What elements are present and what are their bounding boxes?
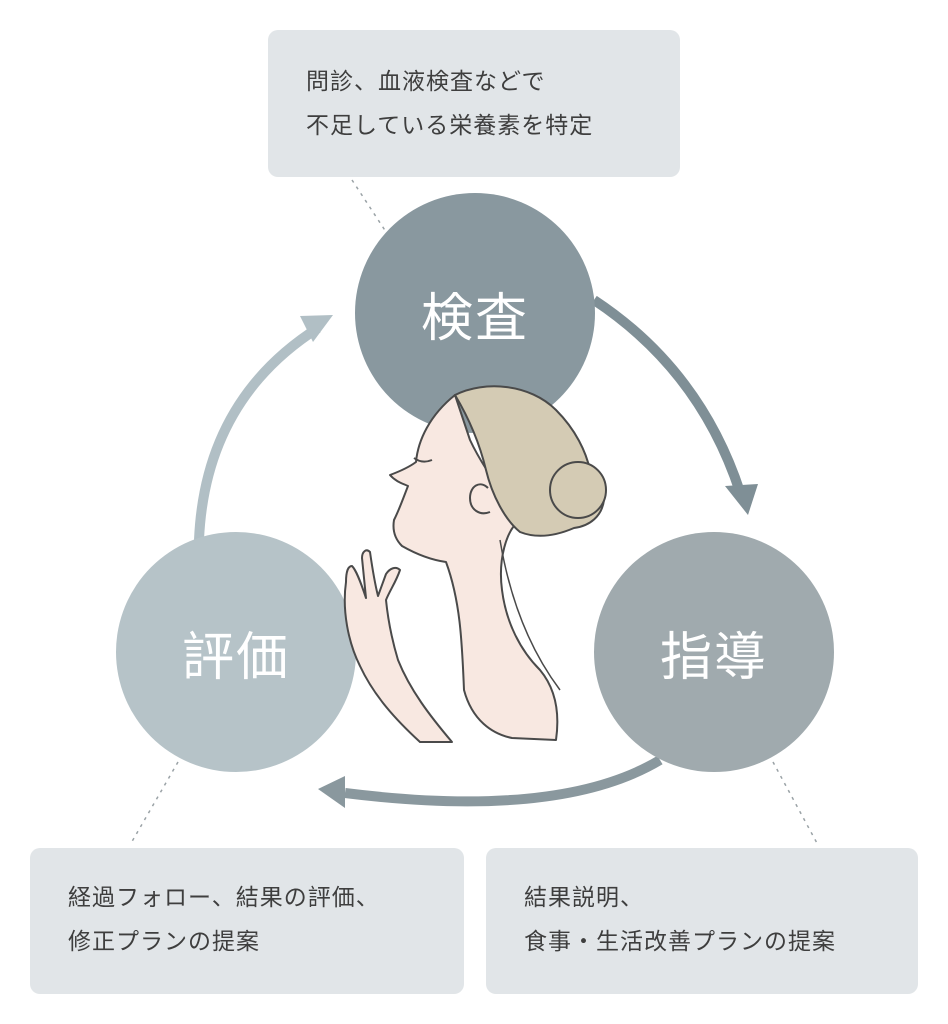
woman-ear <box>468 483 491 515</box>
woman-neck-line <box>499 539 561 691</box>
woman-skin <box>389 394 559 741</box>
connector-line-top <box>351 179 391 239</box>
arrow-exam-to-guidance <box>591 295 745 494</box>
exam-note-line-1: 問診、血液検査などで <box>306 69 546 95</box>
woman-eye <box>413 457 433 463</box>
exam-note: 問診、血液検査などで 不足している栄養素を特定 <box>268 30 680 177</box>
arrow-exam-to-guidance-head <box>725 484 758 515</box>
arrow-guidance-to-evaluation <box>344 755 663 807</box>
arrow-guidance-to-evaluation-head <box>318 776 345 808</box>
evaluation-node: 評価 <box>116 532 356 772</box>
woman-hair-bun <box>549 461 607 519</box>
woman-hand <box>343 549 453 743</box>
evaluation-note-line-1: 経過フォロー、結果の評価、 <box>68 885 380 911</box>
guidance-label: 指導 <box>659 627 768 688</box>
guidance-note-line-2: 食事・生活改善プランの提案 <box>524 929 836 955</box>
arrow-evaluation-to-exam <box>194 323 321 541</box>
evaluation-note: 経過フォロー、結果の評価、 修正プランの提案 <box>30 848 464 994</box>
exam-note-line-2: 不足している栄養素を特定 <box>306 113 594 139</box>
guidance-note-line-1: 結果説明、 <box>524 885 644 911</box>
exam-label: 検査 <box>420 288 529 349</box>
guidance-node: 指導 <box>594 532 834 772</box>
arrow-evaluation-to-exam-head <box>300 315 333 342</box>
evaluation-note-line-2: 修正プランの提案 <box>68 929 260 955</box>
guidance-note: 結果説明、 食事・生活改善プランの提案 <box>486 848 918 994</box>
evaluation-label: 評価 <box>181 627 290 688</box>
